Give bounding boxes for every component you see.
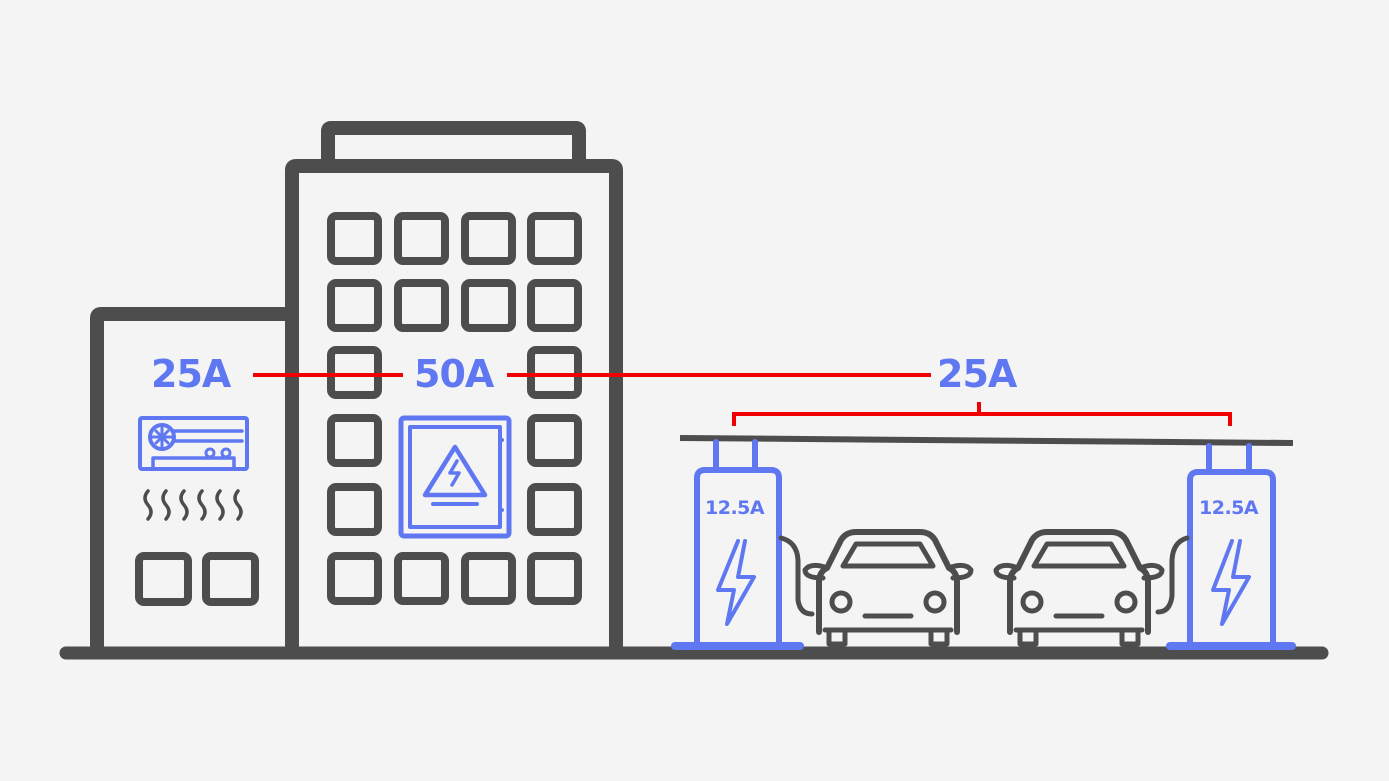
charger-right-current-label: 12.5A [1199,497,1259,519]
lightning-bolt-icon [716,539,756,626]
charger-left [671,439,815,650]
tall-building [285,121,623,657]
current-connector-lines [253,373,1232,426]
lightning-bolt-icon [1211,539,1251,626]
building-small-current-label: 25A [151,352,231,396]
small-building [90,307,297,657]
charger-right [1155,443,1296,650]
window-grid [327,212,582,605]
charging-cable [1155,535,1190,615]
building-main-current-label: 50A [414,352,494,396]
carport-roof [679,435,1294,446]
air-conditioner-icon [138,416,249,471]
heat-waves-icon [143,489,243,521]
high-voltage-panel-icon [398,415,512,539]
car-front-icon [996,532,1162,644]
charging-cable [778,535,815,617]
car-front-icon [805,532,971,644]
charger-left-current-label: 12.5A [705,497,765,519]
carport-current-label: 25A [937,352,1017,396]
